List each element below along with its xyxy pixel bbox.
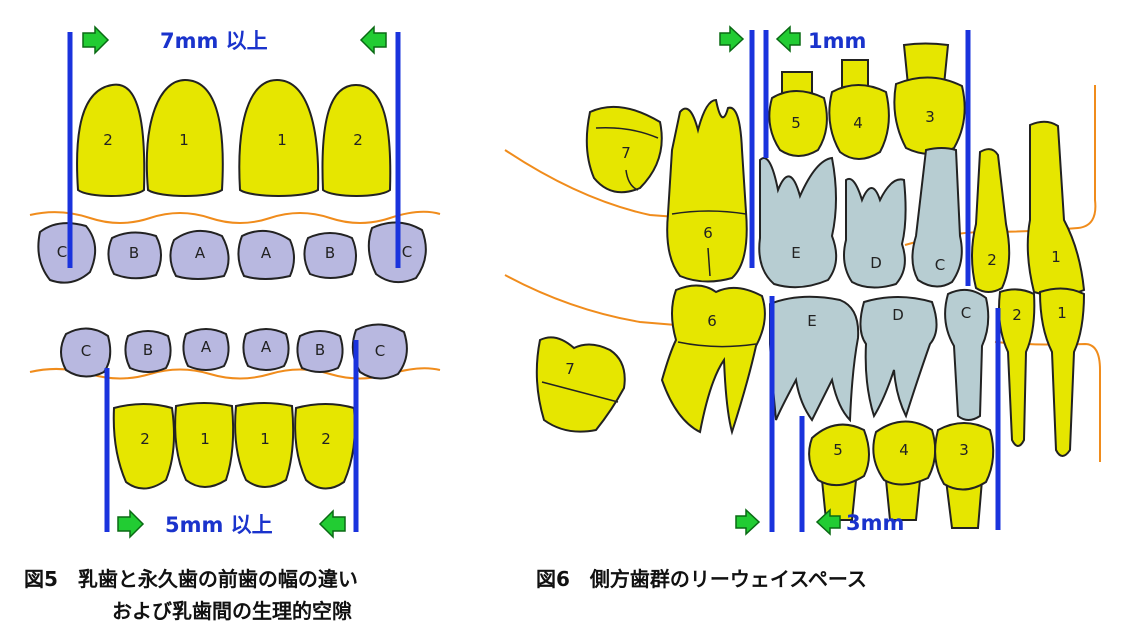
tooth-label: B (143, 341, 153, 359)
upper-incisors: 2 1 (972, 122, 1084, 296)
tooth-label: D (892, 306, 904, 324)
upper-primary-teeth: E D C (759, 148, 962, 288)
gum-line (505, 275, 676, 325)
tooth-label: 1 (277, 131, 287, 149)
measure-label-bottom: 5mm 以上 (165, 513, 273, 537)
upper-premolars: 5 4 3 (769, 44, 964, 160)
lower-permanent-incisors: 2 1 1 2 (114, 403, 355, 489)
tooth-label: 6 (707, 312, 717, 330)
measure-label-top: 7mm 以上 (160, 29, 268, 53)
tooth-label: 5 (791, 114, 801, 132)
gum-line-upper (30, 212, 440, 223)
tooth-label: C (935, 256, 945, 274)
figure-6: 5 4 3 7 6 E D C 2 1 (505, 27, 1100, 591)
measure-label-top: 1mm (808, 29, 866, 53)
tooth-label: 2 (987, 251, 997, 269)
figure-5-caption-line2: および乳歯間の生理的空隙 (112, 599, 352, 623)
tooth-upper-incisor (1028, 122, 1084, 296)
tooth-label: A (261, 244, 272, 262)
tooth-label: 7 (621, 144, 631, 162)
arrow-right-icon (118, 511, 143, 537)
arrow-left-icon (361, 27, 386, 53)
tooth-label: B (325, 244, 335, 262)
lower-incisors: 2 1 (999, 288, 1084, 456)
tooth-label: 3 (959, 441, 969, 459)
tooth-label: C (961, 304, 971, 322)
tooth-label: B (315, 341, 325, 359)
tooth-label: 2 (140, 430, 150, 448)
tooth-label: C (81, 342, 91, 360)
arrow-left-icon (320, 511, 345, 537)
figure-6-caption: 図6 側方歯群のリーウェイスペース (536, 567, 867, 591)
tooth-label: 2 (353, 131, 363, 149)
arrow-left-icon (777, 27, 800, 51)
upper-primary-teeth: C B A A B C (38, 222, 425, 282)
tooth-label: 2 (103, 131, 113, 149)
tooth-label: 7 (565, 360, 575, 378)
tooth-upper-molar (667, 100, 747, 282)
upper-permanent-incisors: 2 1 1 2 (77, 80, 390, 196)
arrow-right-icon (83, 27, 108, 53)
tooth-label: E (791, 244, 800, 262)
measure-label-bottom: 3mm (846, 511, 904, 535)
tooth-label: 1 (260, 430, 270, 448)
arrow-right-icon (736, 510, 759, 534)
tooth-upper-incisor (972, 149, 1009, 292)
tooth-label: 6 (703, 224, 713, 242)
tooth-label: A (201, 338, 212, 356)
tooth-label: C (375, 342, 385, 360)
tooth-label: 2 (321, 430, 331, 448)
tooth-label: E (807, 312, 816, 330)
tooth-label: 4 (899, 441, 909, 459)
tooth-label: 1 (179, 131, 189, 149)
tooth-label: 2 (1012, 306, 1022, 324)
tooth-label: A (195, 244, 206, 262)
lower-primary-teeth: E D C (770, 290, 988, 420)
tooth-label: 1 (1057, 304, 1067, 322)
tooth-label: 1 (1051, 248, 1061, 266)
tooth-label: 1 (200, 430, 210, 448)
tooth-upper-primary (759, 158, 836, 287)
figure-5: 2 1 1 2 C B A A B C C B (24, 27, 440, 623)
tooth-label: 5 (833, 441, 843, 459)
tooth-label: 4 (853, 114, 863, 132)
tooth-label: D (870, 254, 882, 272)
tooth-lower-molar (662, 285, 765, 432)
tooth-label: C (402, 243, 412, 261)
arrow-right-icon (720, 27, 743, 51)
tooth-label: B (129, 244, 139, 262)
tooth-label: A (261, 338, 272, 356)
figure-5-caption: 図5 乳歯と永久歯の前歯の幅の違い (24, 567, 358, 591)
tooth-label: 3 (925, 108, 935, 126)
tooth-label: C (57, 243, 67, 261)
